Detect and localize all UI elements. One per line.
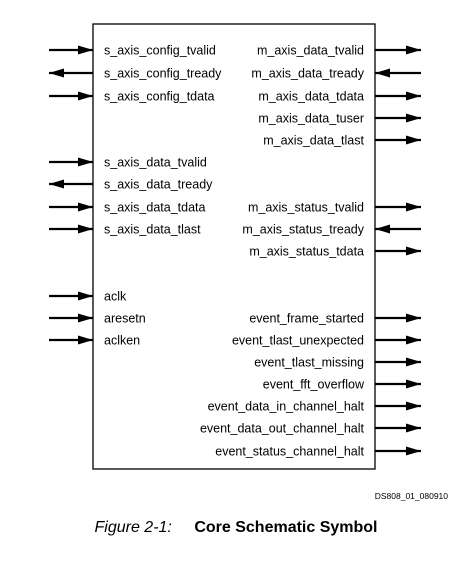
pin-label: aclk (104, 290, 127, 304)
pin-label: event_data_out_channel_halt (200, 422, 365, 436)
output-arrow-icon (49, 179, 93, 189)
pin-s-axis-config-tvalid: s_axis_config_tvalid (49, 44, 216, 58)
output-arrow-icon (375, 423, 421, 433)
pin-label: m_axis_data_tuser (258, 112, 364, 126)
pin-label: m_axis_data_tdata (258, 90, 364, 104)
pin-event-status-channel-halt: event_status_channel_halt (215, 445, 421, 459)
figure-number: Figure 2-1: (94, 519, 172, 536)
pin-label: aclken (104, 334, 140, 348)
pin-label: m_axis_data_tready (251, 67, 364, 81)
input-arrow-icon (49, 335, 93, 345)
output-arrow-icon (375, 357, 421, 367)
doc-id: DS808_01_080910 (375, 491, 449, 501)
pin-label: event_frame_started (249, 312, 364, 326)
pin-s-axis-data-tready: s_axis_data_tready (49, 178, 213, 192)
pin-m-axis-data-tuser: m_axis_data_tuser (258, 112, 421, 126)
pin-m-axis-status-tready: m_axis_status_tready (242, 223, 421, 237)
pin-aclken: aclken (49, 334, 140, 348)
right-pins: m_axis_data_tvalid m_axis_data_tready m_ax… (200, 44, 421, 459)
pin-m-axis-status-tdata: m_axis_status_tdata (249, 245, 421, 259)
output-arrow-icon (375, 246, 421, 256)
pin-label: event_status_channel_halt (215, 445, 364, 459)
pin-label: event_tlast_missing (254, 356, 364, 370)
pin-label: s_axis_data_tdata (104, 201, 206, 215)
pin-m-axis-data-tdata: m_axis_data_tdata (258, 90, 421, 104)
output-arrow-icon (375, 91, 421, 101)
pin-event-tlast-missing: event_tlast_missing (254, 356, 421, 370)
output-arrow-icon (375, 135, 421, 145)
output-arrow-icon (375, 113, 421, 123)
figure-title: Core Schematic Symbol (194, 519, 378, 536)
pin-label: s_axis_config_tready (104, 67, 222, 81)
pin-label: m_axis_status_tdata (249, 245, 364, 259)
output-arrow-icon (375, 335, 421, 345)
pin-event-tlast-unexpected: event_tlast_unexpected (232, 334, 421, 348)
pin-s-axis-data-tdata: s_axis_data_tdata (49, 201, 206, 215)
output-arrow-icon (375, 379, 421, 389)
pin-label: s_axis_config_tvalid (104, 44, 216, 58)
pin-event-data-out-channel-halt: event_data_out_channel_halt (200, 422, 421, 436)
pin-label: event_tlast_unexpected (232, 334, 364, 348)
pin-m-axis-data-tvalid: m_axis_data_tvalid (257, 44, 421, 58)
pin-label: s_axis_data_tvalid (104, 156, 207, 170)
output-arrow-icon (375, 446, 421, 456)
input-arrow-icon (49, 291, 93, 301)
pin-m-axis-status-tvalid: m_axis_status_tvalid (248, 201, 421, 215)
pin-label: s_axis_data_tready (104, 178, 213, 192)
core-block (92, 23, 376, 470)
input-arrow-icon (375, 68, 421, 78)
pin-s-axis-data-tlast: s_axis_data_tlast (49, 223, 201, 237)
pin-m-axis-data-tready: m_axis_data_tready (251, 67, 421, 81)
figure-caption: Figure 2-1: Core Schematic Symbol (0, 519, 472, 537)
pin-aresetn: aresetn (49, 312, 146, 326)
output-arrow-icon (375, 401, 421, 411)
left-pins: s_axis_config_tvalid s_axis_config_tready… (49, 44, 222, 348)
input-arrow-icon (49, 313, 93, 323)
pin-label: event_data_in_channel_halt (208, 400, 365, 414)
output-arrow-icon (49, 68, 93, 78)
pin-label: m_axis_data_tvalid (257, 44, 364, 58)
pin-label: m_axis_status_tready (242, 223, 364, 237)
input-arrow-icon (375, 224, 421, 234)
pin-event-frame-started: event_frame_started (249, 312, 421, 326)
pin-aclk: aclk (49, 290, 127, 304)
pin-s-axis-config-tdata: s_axis_config_tdata (49, 90, 215, 104)
pin-label: m_axis_data_tlast (263, 134, 364, 148)
pin-s-axis-config-tready: s_axis_config_tready (49, 67, 222, 81)
input-arrow-icon (49, 224, 93, 234)
input-arrow-icon (49, 45, 93, 55)
input-arrow-icon (49, 202, 93, 212)
pin-label: event_fft_overflow (263, 378, 365, 392)
pin-m-axis-data-tlast: m_axis_data_tlast (263, 134, 421, 148)
input-arrow-icon (49, 157, 93, 167)
input-arrow-icon (49, 91, 93, 101)
output-arrow-icon (375, 202, 421, 212)
pin-label: s_axis_config_tdata (104, 90, 215, 104)
pin-label: s_axis_data_tlast (104, 223, 201, 237)
pin-label: m_axis_status_tvalid (248, 201, 364, 215)
pin-s-axis-data-tvalid: s_axis_data_tvalid (49, 156, 207, 170)
output-arrow-icon (375, 45, 421, 55)
pin-label: aresetn (104, 312, 146, 326)
pin-event-data-in-channel-halt: event_data_in_channel_halt (208, 400, 421, 414)
output-arrow-icon (375, 313, 421, 323)
pin-event-fft-overflow: event_fft_overflow (263, 378, 421, 392)
